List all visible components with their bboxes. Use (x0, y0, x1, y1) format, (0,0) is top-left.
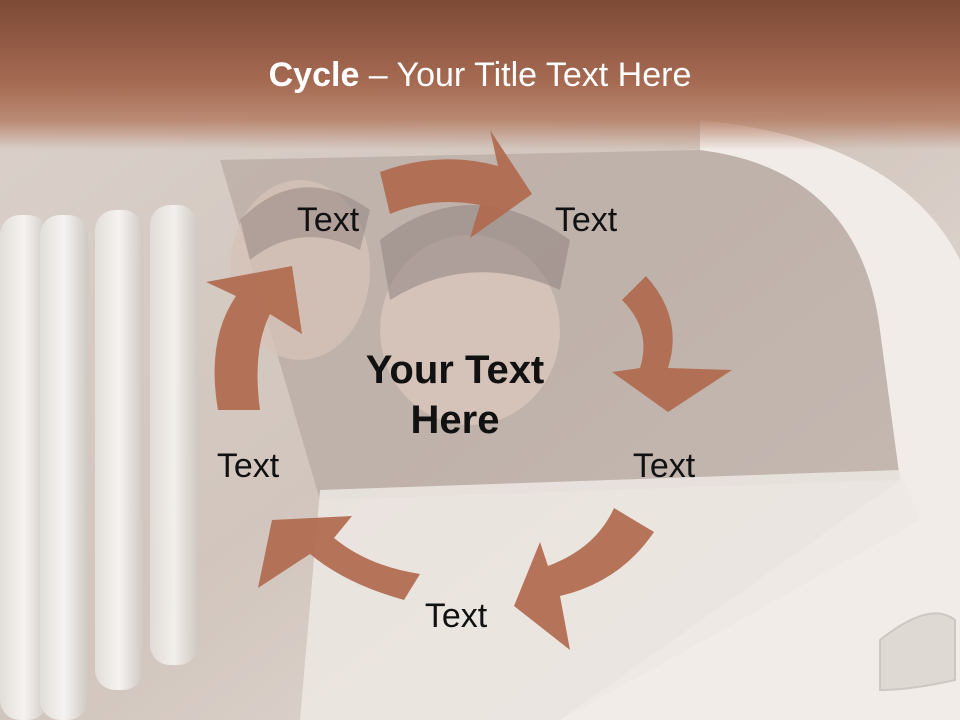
cycle-node-5: Text (216, 447, 280, 485)
slide-title: Cycle – Your Title Text Here (0, 52, 960, 98)
title-bold: Cycle (268, 56, 360, 94)
cycle-arrow-5 (206, 266, 302, 410)
cycle-node-2: Text (554, 201, 618, 239)
cycle-arrow-4 (258, 516, 420, 600)
title-band (0, 0, 960, 150)
cycle-arrow-3 (514, 508, 654, 650)
center-text: Your Text Here (365, 348, 545, 442)
cycle-node-3: Text (632, 447, 696, 485)
cycle-node-4: Text (424, 597, 488, 635)
cycle-node-1: Text (296, 201, 360, 239)
cycle-arrow-2 (612, 276, 732, 412)
title-rest: Your Title Text Here (396, 56, 692, 94)
title-separator: – (359, 56, 397, 94)
cycle-arrow-1 (380, 130, 532, 238)
